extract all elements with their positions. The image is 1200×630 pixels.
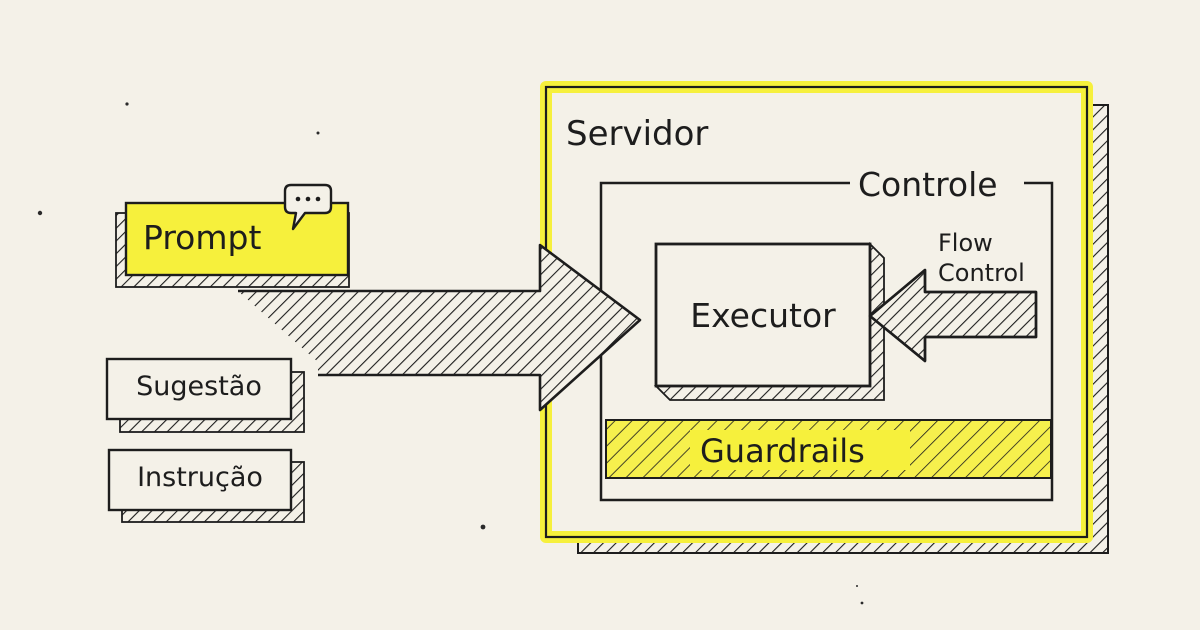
executor-box [653, 241, 885, 401]
server-title: Servidor [566, 114, 709, 154]
flow-control-label-line1: Flow [938, 229, 993, 257]
paper-specks [37, 102, 864, 605]
guardrails-label: Guardrails [700, 432, 865, 470]
prompt-box [115, 201, 350, 288]
executor-label: Executor [690, 296, 836, 335]
suggestion-box [105, 357, 305, 433]
control-box [599, 181, 1054, 502]
input-arrow [238, 243, 642, 412]
instruction-label: Instrução [137, 462, 263, 493]
guardrails-bar [605, 419, 1052, 479]
speech-bubble-icon [283, 183, 333, 231]
flow-control-arrow [868, 268, 1038, 363]
instruction-box [107, 448, 305, 523]
flow-control-label-line2: Control [938, 259, 1025, 287]
prompt-label: Prompt [143, 218, 262, 257]
control-title: Controle [858, 165, 998, 204]
suggestion-label: Sugestão [136, 371, 262, 402]
